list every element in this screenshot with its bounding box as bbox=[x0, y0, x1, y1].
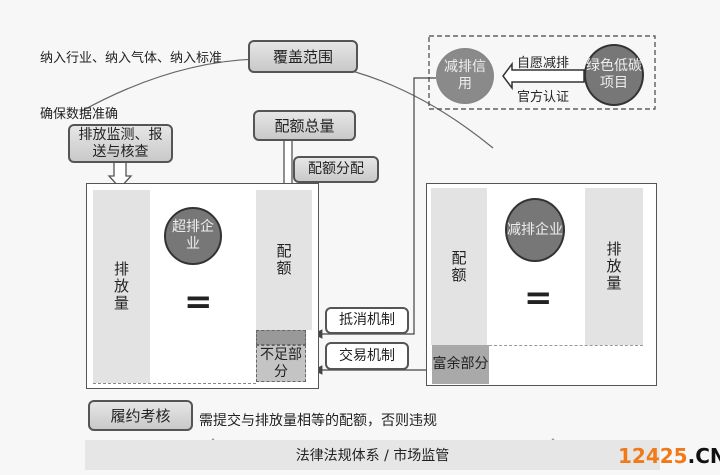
right-allowance-bar: 配额 bbox=[431, 188, 487, 345]
credit-circle: 减排信用 bbox=[436, 48, 494, 104]
coverage-box: 覆盖范围 bbox=[248, 40, 358, 73]
compliance-note: 需提交与排放量相等的配额，否则违规 bbox=[199, 413, 437, 429]
left-emissions-bar: 排放量 bbox=[93, 190, 150, 383]
credit-left-arrow bbox=[502, 61, 585, 91]
left-dashed-line bbox=[93, 383, 256, 384]
offset-connector bbox=[312, 77, 436, 339]
shortfall-block: 不足部分 bbox=[256, 345, 306, 382]
foundation-label: 法律法规体系 / 市场监管 bbox=[295, 448, 450, 464]
foundation-band: 法律法规体系 / 市场监管 bbox=[85, 440, 660, 470]
offset-mechanism-box: 抵消机制 bbox=[325, 307, 409, 334]
green-project-circle: 绿色低碳项目 bbox=[584, 44, 644, 106]
right-dashed-line bbox=[489, 345, 643, 346]
shortfall-hatch bbox=[256, 330, 306, 345]
reducer-circle: 减排企业 bbox=[505, 198, 565, 262]
right-equals-sign: = bbox=[524, 278, 553, 318]
compliance-box: 履约考核 bbox=[88, 400, 193, 431]
watermark-number: 12425 bbox=[618, 444, 688, 468]
left-allowance-bar: 配额 bbox=[256, 190, 312, 330]
over-emitter-circle: 超排企业 bbox=[164, 207, 222, 265]
accuracy-note: 确保数据准确 bbox=[40, 107, 119, 122]
watermark-logo: 12425.CN bbox=[618, 444, 720, 468]
allocation-box: 配额分配 bbox=[293, 156, 379, 183]
credit-dashed-box bbox=[428, 35, 656, 110]
voluntary-label: 自愿减排 bbox=[517, 56, 570, 71]
certification-label: 官方认证 bbox=[517, 90, 570, 105]
mrv-down-arrow bbox=[107, 161, 133, 189]
coverage-note: 纳入行业、纳入气体、纳入标准 bbox=[40, 51, 223, 66]
mrv-box: 排放监测、报送与核查 bbox=[68, 124, 173, 163]
trading-mechanism-box: 交易机制 bbox=[325, 342, 409, 370]
left-equals-sign: = bbox=[184, 282, 213, 322]
cap-box: 配额总量 bbox=[253, 110, 356, 141]
watermark-suffix: .CN bbox=[687, 444, 720, 468]
surplus-block: 富余部分 bbox=[432, 345, 489, 384]
right-emissions-bar: 排放量 bbox=[585, 188, 643, 345]
